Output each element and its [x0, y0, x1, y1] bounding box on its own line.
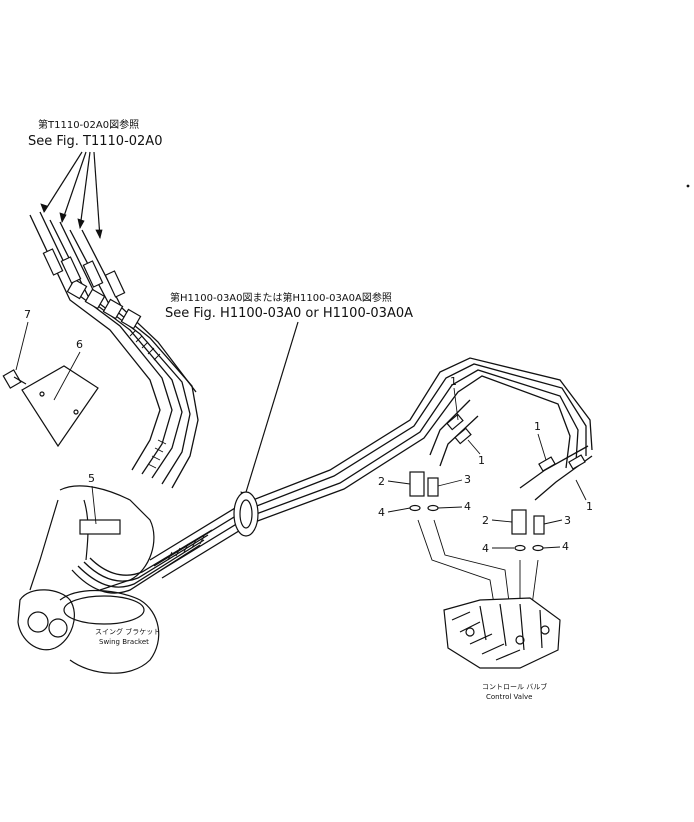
pipe-clamp — [233, 491, 259, 537]
part-3-adapter-b — [533, 515, 545, 535]
valve-hose-group — [409, 399, 593, 611]
ref-middle-en: See Fig. H1100-03A0 or H1100-03A0A — [165, 306, 413, 321]
callout-4a: 4 — [378, 506, 385, 519]
callout-2a: 2 — [378, 475, 385, 488]
callout-1b: 1 — [478, 454, 485, 467]
ref-top-leaders — [40, 151, 103, 240]
control-valve — [443, 597, 561, 669]
callout-3b: 3 — [564, 514, 571, 527]
callout-7: 7 — [24, 308, 31, 321]
callout-1a: 1 — [450, 375, 457, 388]
part-3-adapter-a — [427, 477, 439, 497]
callout-1c: 1 — [534, 420, 541, 433]
part-4-oring-d — [532, 544, 544, 552]
ref-top-jp: 第T1110-02A0図参照 — [38, 118, 139, 131]
part-2-adapter-b — [511, 509, 527, 535]
callout-4b: 4 — [464, 500, 471, 513]
ref-middle-jp: 第H1100-03A0図または第H1100-03A0A図参照 — [170, 291, 392, 304]
part-4-oring-c — [514, 544, 526, 552]
boom-hose-group — [29, 211, 199, 489]
part-6-plate — [21, 365, 99, 448]
part-7-bolt — [2, 369, 27, 389]
scan-speck — [686, 184, 690, 188]
callout-1d: 1 — [586, 500, 593, 513]
swing-bracket-assembly — [2, 365, 213, 674]
main-pipe-run — [149, 357, 593, 579]
ref-top-en: See Fig. T1110-02A0 — [28, 134, 162, 149]
swing-bracket-en: Swing Bracket — [99, 638, 149, 646]
callout-5: 5 — [88, 472, 95, 485]
ref-middle-leader — [240, 321, 299, 504]
callout-2b: 2 — [482, 514, 489, 527]
part-4-oring-b — [427, 504, 439, 512]
callout-3a: 3 — [464, 473, 471, 486]
swing-bracket-jp: スイング ブラケット — [95, 627, 160, 636]
callout-4c: 4 — [482, 542, 489, 555]
callout-4d: 4 — [562, 540, 569, 553]
control-valve-en: Control Valve — [486, 693, 532, 701]
callout-6: 6 — [76, 338, 83, 351]
part-2-adapter-a — [409, 471, 425, 497]
part-4-oring-a — [409, 504, 421, 512]
callouts: 7 6 5 1 1 1 1 2 3 4 4 2 3 4 4 — [15, 308, 593, 555]
control-valve-jp: コントロール バルブ — [482, 682, 547, 691]
